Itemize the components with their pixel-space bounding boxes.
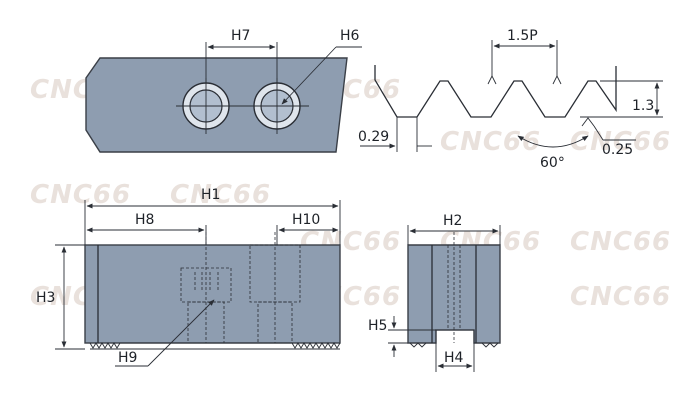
label-h8: H8: [135, 212, 154, 228]
label-h6: H6: [340, 28, 360, 44]
leader-h6: [281, 46, 337, 105]
watermark: CNC66: [570, 282, 671, 312]
pitch-mark: [487, 74, 497, 85]
label-h9: H9: [118, 350, 137, 366]
label-h10: H10: [292, 212, 320, 228]
pitch-mark: [552, 74, 562, 85]
watermark: CNC66: [570, 227, 671, 257]
label-depth: 1.3: [632, 98, 654, 114]
label-angle: 60°: [540, 155, 565, 171]
front-view: H1 H8 H10 H3 H9: [36, 187, 341, 367]
root-mark: [581, 117, 595, 127]
jaw-front-body: [84, 244, 341, 344]
serration-side: [481, 342, 499, 348]
watermark: CNC66: [170, 180, 271, 210]
watermark: CNC66: [30, 180, 131, 210]
label-h1: H1: [201, 187, 220, 203]
label-h7: H7: [231, 28, 250, 44]
leader-root: [593, 125, 604, 141]
label-crest: 0.29: [358, 129, 389, 145]
side-view: H2 H4 H5: [368, 213, 501, 372]
serration-side: [409, 342, 427, 348]
thread-profile: 1.5P 1.3 0.29 0.25 60°: [358, 28, 663, 171]
label-pitch: 1.5P: [507, 28, 538, 44]
label-h5: H5: [368, 318, 387, 334]
serration-profile: [374, 65, 617, 118]
leader-h9: [147, 299, 215, 367]
top-view: H7 H6: [85, 28, 362, 153]
label-h4: H4: [444, 350, 464, 366]
angle-arc: [517, 135, 589, 148]
serration-bottom: [89, 342, 341, 349]
watermark: CNC66: [570, 127, 671, 157]
label-h2: H2: [443, 213, 462, 229]
watermark: CNC66: [440, 127, 541, 157]
label-root: 0.25: [602, 142, 633, 158]
label-h3: H3: [36, 290, 55, 306]
